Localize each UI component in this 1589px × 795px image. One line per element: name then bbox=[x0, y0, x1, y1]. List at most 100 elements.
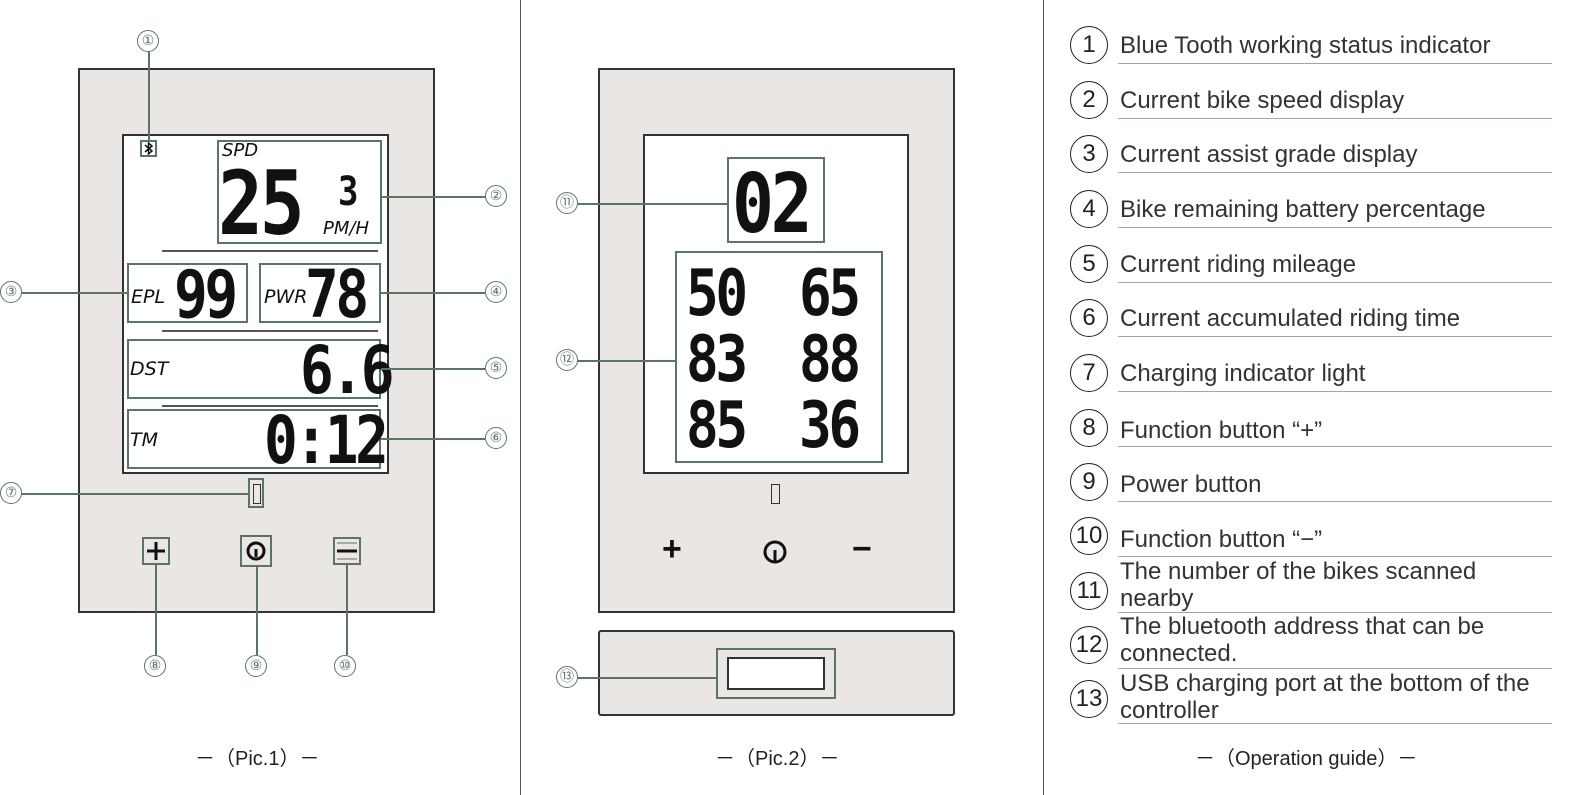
guide-item-8: 8 Function button “+” bbox=[1070, 409, 1552, 447]
callout-8: ⑧ bbox=[144, 655, 166, 677]
guide-number: 13 bbox=[1070, 680, 1108, 718]
dst-value: 6.6 bbox=[300, 332, 395, 409]
guide-text: Current accumulated riding time bbox=[1120, 305, 1461, 332]
charging-indicator-icon bbox=[771, 484, 780, 504]
leader-2 bbox=[382, 196, 486, 198]
guide-underline bbox=[1118, 556, 1552, 557]
guide-text: The number of the bikes scanned nearby bbox=[1120, 558, 1477, 612]
leader-7 bbox=[22, 493, 248, 495]
pic1-screen bbox=[122, 134, 389, 474]
function-plus-button[interactable] bbox=[142, 537, 170, 565]
guide-item-10: 10 Function button “−” bbox=[1070, 517, 1552, 557]
guide-number: 2 bbox=[1070, 81, 1108, 119]
leader-4 bbox=[381, 292, 485, 294]
divider-right bbox=[1043, 0, 1044, 795]
guide-underline bbox=[1118, 282, 1552, 283]
callout-2: ② bbox=[485, 185, 507, 207]
address-value: 88 bbox=[799, 323, 861, 397]
battery-display bbox=[259, 263, 381, 323]
guide-text: Function button “−” bbox=[1120, 526, 1323, 553]
guide-item-9: 9 Power button bbox=[1070, 463, 1552, 502]
usb-port bbox=[727, 657, 825, 690]
speed-value: 25 bbox=[218, 152, 305, 255]
guide-item-13: 13 USB charging port at the bottom of th… bbox=[1070, 670, 1552, 726]
callout-7: ⑦ bbox=[0, 482, 22, 504]
guide-item-6: 6 Current accumulated riding time bbox=[1070, 299, 1552, 337]
guide-underline bbox=[1118, 336, 1552, 337]
leader-5 bbox=[381, 368, 485, 370]
callout-9: ⑨ bbox=[245, 655, 267, 677]
charging-indicator-icon bbox=[248, 478, 264, 508]
guide-item-1: 1 Blue Tooth working status indicator bbox=[1070, 26, 1552, 64]
callout-3: ③ bbox=[0, 281, 22, 303]
guide-underline bbox=[1118, 612, 1552, 613]
epl-label: EPL bbox=[131, 286, 166, 308]
speed-unit: PM/H bbox=[323, 218, 369, 239]
guide-text: USB charging port at the bottom of the c… bbox=[1120, 670, 1530, 724]
usb-port-frame bbox=[716, 648, 836, 699]
guide-number: 12 bbox=[1070, 626, 1108, 664]
separator bbox=[162, 330, 378, 332]
guide-underline bbox=[1118, 723, 1552, 724]
address-value: 83 bbox=[686, 323, 748, 397]
guide-item-11: 11 The number of the bikes scanned nearb… bbox=[1070, 558, 1552, 614]
guide-number: 3 bbox=[1070, 135, 1108, 173]
assist-grade-small: 3 bbox=[338, 169, 358, 215]
guide-text: Charging indicator light bbox=[1120, 360, 1366, 387]
guide-text: Current riding mileage bbox=[1120, 251, 1357, 278]
callout-6: ⑥ bbox=[485, 427, 507, 449]
guide-number: 1 bbox=[1070, 26, 1108, 64]
leader-12 bbox=[578, 360, 676, 362]
callout-10: ⑩ bbox=[334, 655, 356, 677]
address-value: 36 bbox=[799, 389, 861, 463]
guide-text: Current bike speed display bbox=[1120, 87, 1405, 114]
guide-number: 5 bbox=[1070, 245, 1108, 283]
guide-underline bbox=[1118, 227, 1552, 228]
bluetooth-address-display bbox=[675, 251, 883, 463]
guide-caption: －（Operation guide）－ bbox=[1195, 748, 1418, 770]
guide-number: 10 bbox=[1070, 517, 1108, 555]
divider-left bbox=[520, 0, 521, 795]
guide-underline bbox=[1118, 668, 1552, 669]
callout-11: ⑪ bbox=[556, 192, 578, 214]
guide-text: The bluetooth address that can be connec… bbox=[1120, 613, 1485, 667]
guide-underline bbox=[1118, 63, 1552, 64]
guide-text: Power button bbox=[1120, 471, 1262, 498]
callout-13: ⑬ bbox=[556, 666, 578, 688]
leader-11 bbox=[578, 203, 728, 205]
dst-label: DST bbox=[130, 358, 169, 380]
riding-time-display bbox=[127, 409, 381, 469]
guide-number: 9 bbox=[1070, 463, 1108, 501]
function-minus-button[interactable] bbox=[333, 537, 361, 565]
pic2-screen bbox=[643, 134, 909, 474]
pwr-value: 78 bbox=[305, 256, 369, 333]
guide-item-7: 7 Charging indicator light bbox=[1070, 354, 1552, 392]
tm-label: TM bbox=[130, 429, 158, 451]
callout-4: ④ bbox=[485, 281, 507, 303]
separator bbox=[162, 250, 378, 252]
speed-display bbox=[217, 140, 382, 244]
leader-13 bbox=[578, 677, 716, 679]
power-button[interactable] bbox=[240, 535, 272, 567]
pwr-label: PWR bbox=[264, 286, 308, 308]
tm-value: 0:12 bbox=[264, 402, 389, 479]
guide-item-12: 12 The bluetooth address that can be con… bbox=[1070, 613, 1552, 669]
mileage-display bbox=[127, 339, 381, 399]
power-button[interactable] bbox=[761, 538, 789, 566]
guide-number: 4 bbox=[1070, 190, 1108, 228]
address-value: 50 bbox=[686, 257, 748, 331]
leader-10 bbox=[346, 565, 348, 655]
guide-item-3: 3 Current assist grade display bbox=[1070, 135, 1552, 173]
guide-item-5: 5 Current riding mileage bbox=[1070, 245, 1552, 283]
leader-3 bbox=[22, 292, 127, 294]
guide-underline bbox=[1118, 118, 1552, 119]
guide-underline bbox=[1118, 172, 1552, 173]
guide-number: 6 bbox=[1070, 299, 1108, 337]
guide-text: Function button “+” bbox=[1120, 417, 1323, 444]
address-value: 85 bbox=[686, 389, 748, 463]
pic1-caption: －（Pic.1）－ bbox=[195, 748, 320, 770]
function-minus-button[interactable]: − bbox=[852, 530, 872, 568]
function-plus-button[interactable]: + bbox=[662, 530, 682, 568]
spd-label: SPD bbox=[222, 140, 259, 161]
guide-text: Current assist grade display bbox=[1120, 141, 1418, 168]
